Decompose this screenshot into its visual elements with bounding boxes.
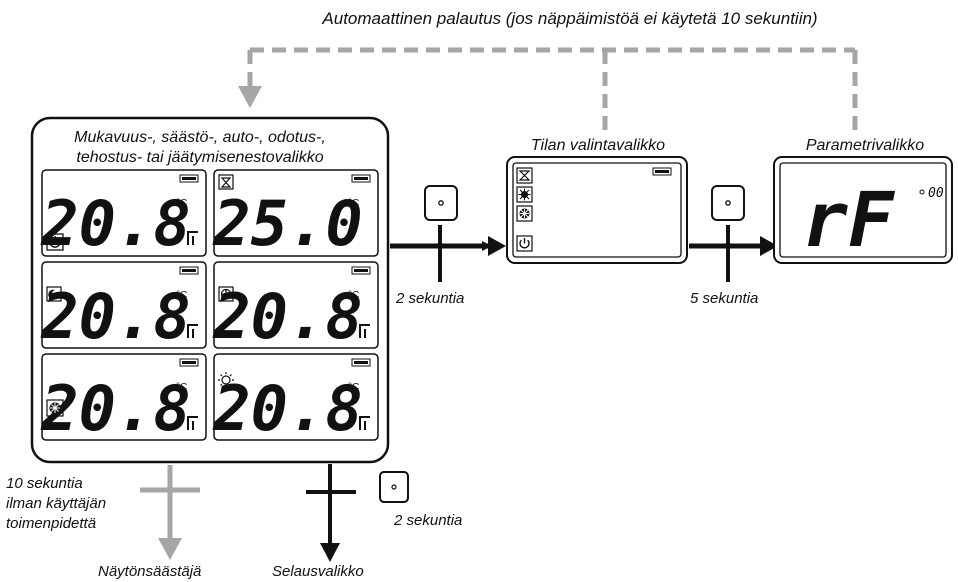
lcd-screen-sun[interactable]: 20.8 °C	[212, 353, 379, 445]
mode-menu-title: Tilan valintavalikko	[531, 137, 665, 154]
celsius-unit: °C	[176, 198, 187, 209]
hold-5s-label: 5 sekuntia	[690, 290, 758, 307]
auto-return-note: Automaattinen palautus (jos näppäimistöä…	[321, 9, 817, 28]
idle-note-line3: toimenpidettä	[6, 515, 96, 532]
thermometer-icon	[359, 416, 370, 430]
button-icon[interactable]	[379, 471, 409, 503]
param-sub-display: 00	[928, 186, 944, 201]
lcd-screen-moon[interactable]: 20.8 °C	[40, 261, 207, 353]
main-menu-title-line2: tehostus- tai jäätymisenestovalikko	[76, 149, 323, 166]
power-icon	[46, 233, 64, 251]
lcd-temp-value: 25.0	[212, 187, 362, 260]
clock-icon	[218, 286, 234, 302]
hourglass-icon	[218, 174, 234, 190]
button-icon[interactable]	[711, 185, 745, 221]
screensaver-label: Näytönsäästäjä	[98, 563, 201, 580]
lcd-screen-power[interactable]: 20.8 °C	[40, 169, 207, 260]
celsius-unit: °C	[348, 198, 359, 209]
link-icon	[919, 189, 925, 195]
frost-sun-icon	[516, 186, 533, 203]
thermometer-icon	[187, 416, 198, 430]
lcd-screen-clock[interactable]: 20.8 °C	[212, 261, 379, 353]
lcd-temp-value: 20.8	[40, 280, 190, 353]
hold-2s-browse-label: 2 sekuntia	[393, 512, 462, 529]
auto-return-dashed-lines	[247, 47, 858, 135]
hourglass-icon	[516, 167, 533, 184]
sun-icon	[218, 372, 234, 388]
hold-2s-label: 2 sekuntia	[395, 290, 464, 307]
idle-note-line1: 10 sekuntia	[6, 475, 83, 492]
celsius-unit: °C	[348, 290, 359, 301]
thermometer-icon	[359, 324, 370, 338]
moon-icon	[46, 286, 62, 302]
button-icon[interactable]	[424, 185, 458, 221]
mode-menu-screen[interactable]	[512, 162, 682, 258]
main-menu-title-line1: Mukavuus-, säästö-, auto-, odotus-,	[74, 129, 326, 146]
celsius-unit: °C	[348, 382, 359, 393]
param-menu-screen[interactable]	[779, 162, 947, 258]
lcd-temp-value: 20.8	[212, 372, 362, 445]
snowflake-icon	[46, 399, 64, 417]
lcd-temp-value: 20.8	[40, 187, 190, 260]
auto-return-arrowhead	[238, 86, 262, 108]
thermometer-icon	[187, 231, 198, 245]
browse-menu-label: Selausvalikko	[272, 563, 364, 580]
lcd-temp-value: 20.8	[212, 280, 362, 353]
lcd-screen-snowflake[interactable]: 20.8 °C	[40, 353, 207, 445]
param-display: rF	[802, 175, 896, 264]
power-icon	[516, 235, 533, 252]
lcd-screen-hourglass[interactable]: 25.0 °C	[212, 169, 379, 260]
lcd-temp-value: 20.8	[40, 372, 190, 445]
celsius-unit: °C	[176, 382, 187, 393]
snowflake-icon	[516, 205, 533, 222]
param-menu-title: Parametrivalikko	[806, 137, 924, 154]
celsius-unit: °C	[176, 290, 187, 301]
idle-note-line2: ilman käyttäjän	[6, 495, 106, 512]
thermometer-icon	[187, 324, 198, 338]
